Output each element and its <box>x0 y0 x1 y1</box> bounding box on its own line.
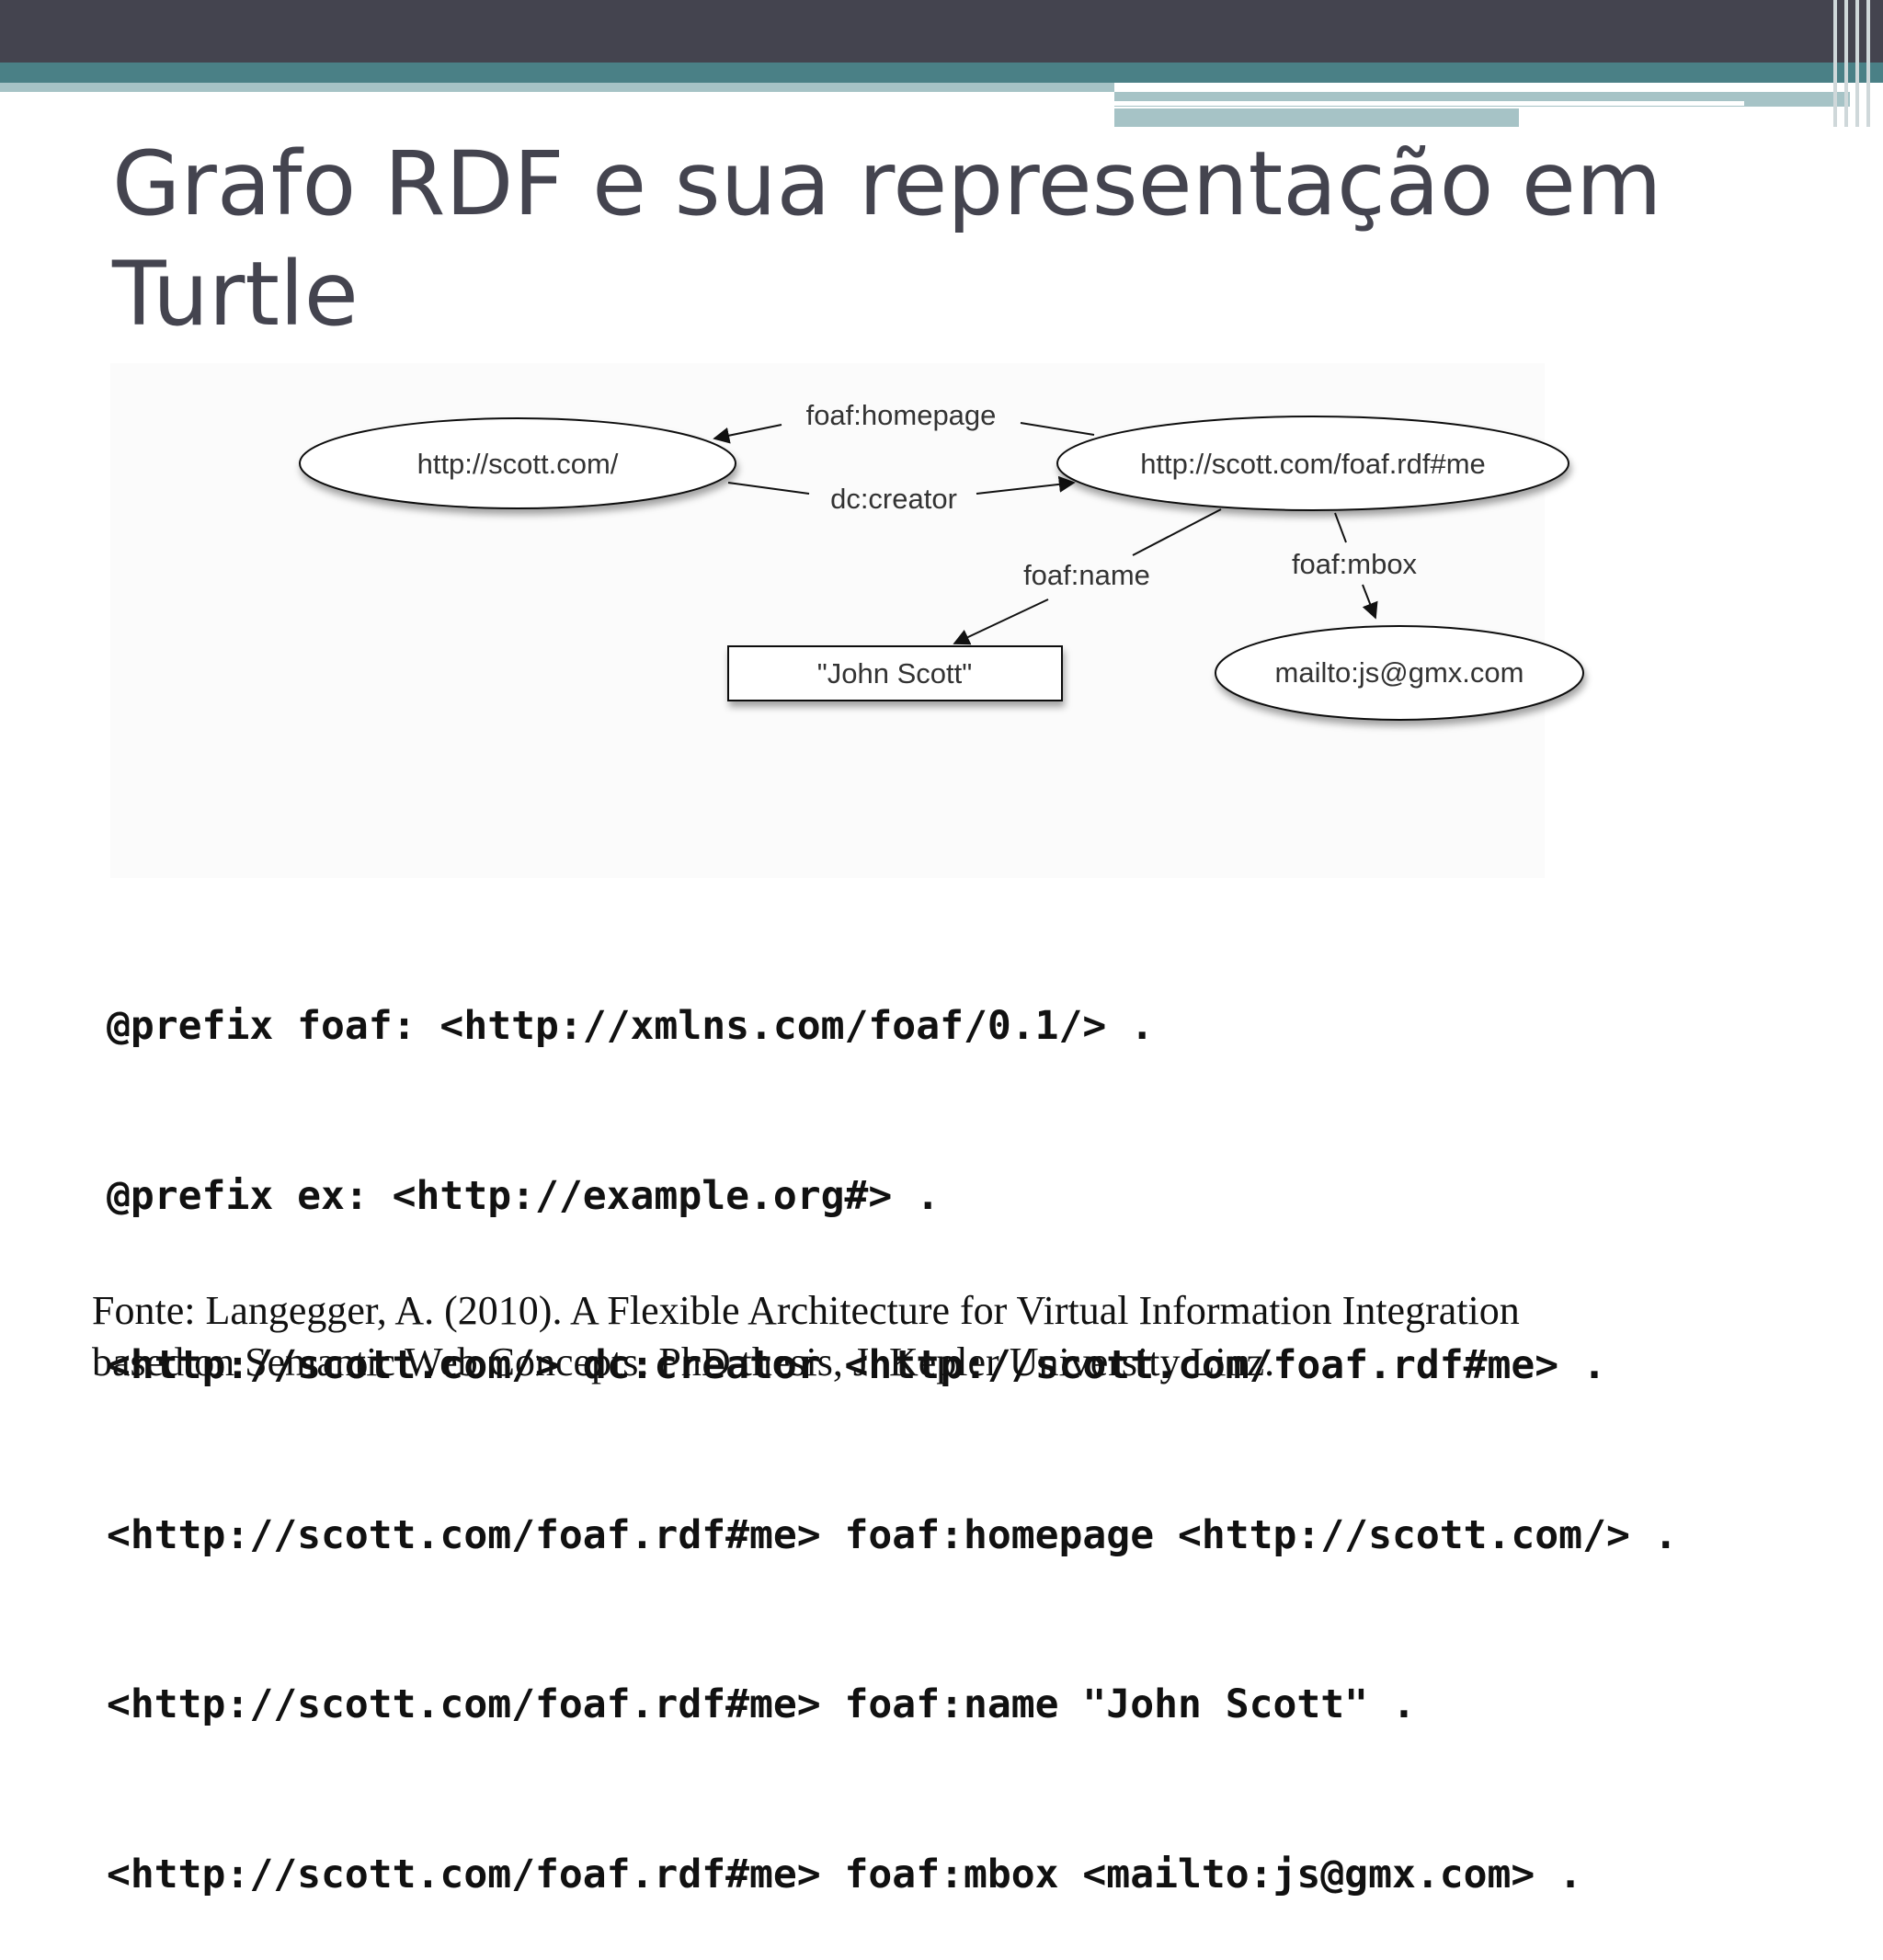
header-corner-stripes <box>1828 0 1883 127</box>
edge-creator: dc:creator <box>727 475 1076 515</box>
node-label-mailbox: mailto:js@gmx.com <box>1275 656 1524 689</box>
edge-homepage: foaf:homepage <box>713 399 1095 444</box>
rdf-graph-diagram: foaf:homepage dc:creator foaf:name foaf:… <box>299 399 1584 721</box>
node-label-john-literal: "John Scott" <box>817 657 973 689</box>
node-john-literal: "John Scott" <box>727 645 1063 701</box>
source-citation-line-2: based on Semantic Web Concepts. PhD thes… <box>92 1339 1275 1385</box>
header-white-line <box>1114 101 1744 106</box>
header-teal-band <box>0 63 1883 83</box>
edge-label-mbox: foaf:mbox <box>1292 548 1418 580</box>
header-light-band <box>0 83 1114 92</box>
node-mailbox: mailto:js@gmx.com <box>1215 625 1584 721</box>
edge-label-homepage: foaf:homepage <box>806 399 997 431</box>
header-light-band-short <box>1114 108 1519 127</box>
turtle-line: <http://scott.com/foaf.rdf#me> foaf:name… <box>107 1681 1416 1727</box>
slide-title: Grafo RDF e sua representação em Turtle <box>112 132 1662 346</box>
source-citation-line-1: Fonte: Langegger, A. (2010). A Flexible … <box>92 1288 1520 1333</box>
turtle-line: <http://scott.com/foaf.rdf#me> foaf:home… <box>107 1511 1678 1558</box>
source-citation: Fonte: Langegger, A. (2010). A Flexible … <box>92 1285 1839 1388</box>
turtle-line: <http://scott.com/> dc:creator <http://s… <box>107 1342 1606 1388</box>
node-scott-home: http://scott.com/ <box>299 417 736 509</box>
node-label-scott-me: http://scott.com/foaf.rdf#me <box>1140 448 1486 480</box>
turtle-code-block: @prefix foaf: <http://xmlns.com/foaf/0.1… <box>107 885 1854 1960</box>
node-label-scott-home: http://scott.com/ <box>417 448 619 480</box>
turtle-line: @prefix ex: <http://example.org#> . <box>107 1172 941 1219</box>
header-dark-band <box>0 0 1883 63</box>
edge-label-name: foaf:name <box>1023 559 1150 591</box>
node-scott-me: http://scott.com/foaf.rdf#me <box>1056 416 1569 511</box>
turtle-line: <http://scott.com/foaf.rdf#me> foaf:mbox… <box>107 1851 1583 1897</box>
edge-name: foaf:name <box>953 508 1222 645</box>
edge-label-creator: dc:creator <box>830 483 957 515</box>
turtle-line: @prefix foaf: <http://xmlns.com/foaf/0.1… <box>107 1003 1155 1049</box>
edge-mbox: foaf:mbox <box>1292 512 1418 620</box>
